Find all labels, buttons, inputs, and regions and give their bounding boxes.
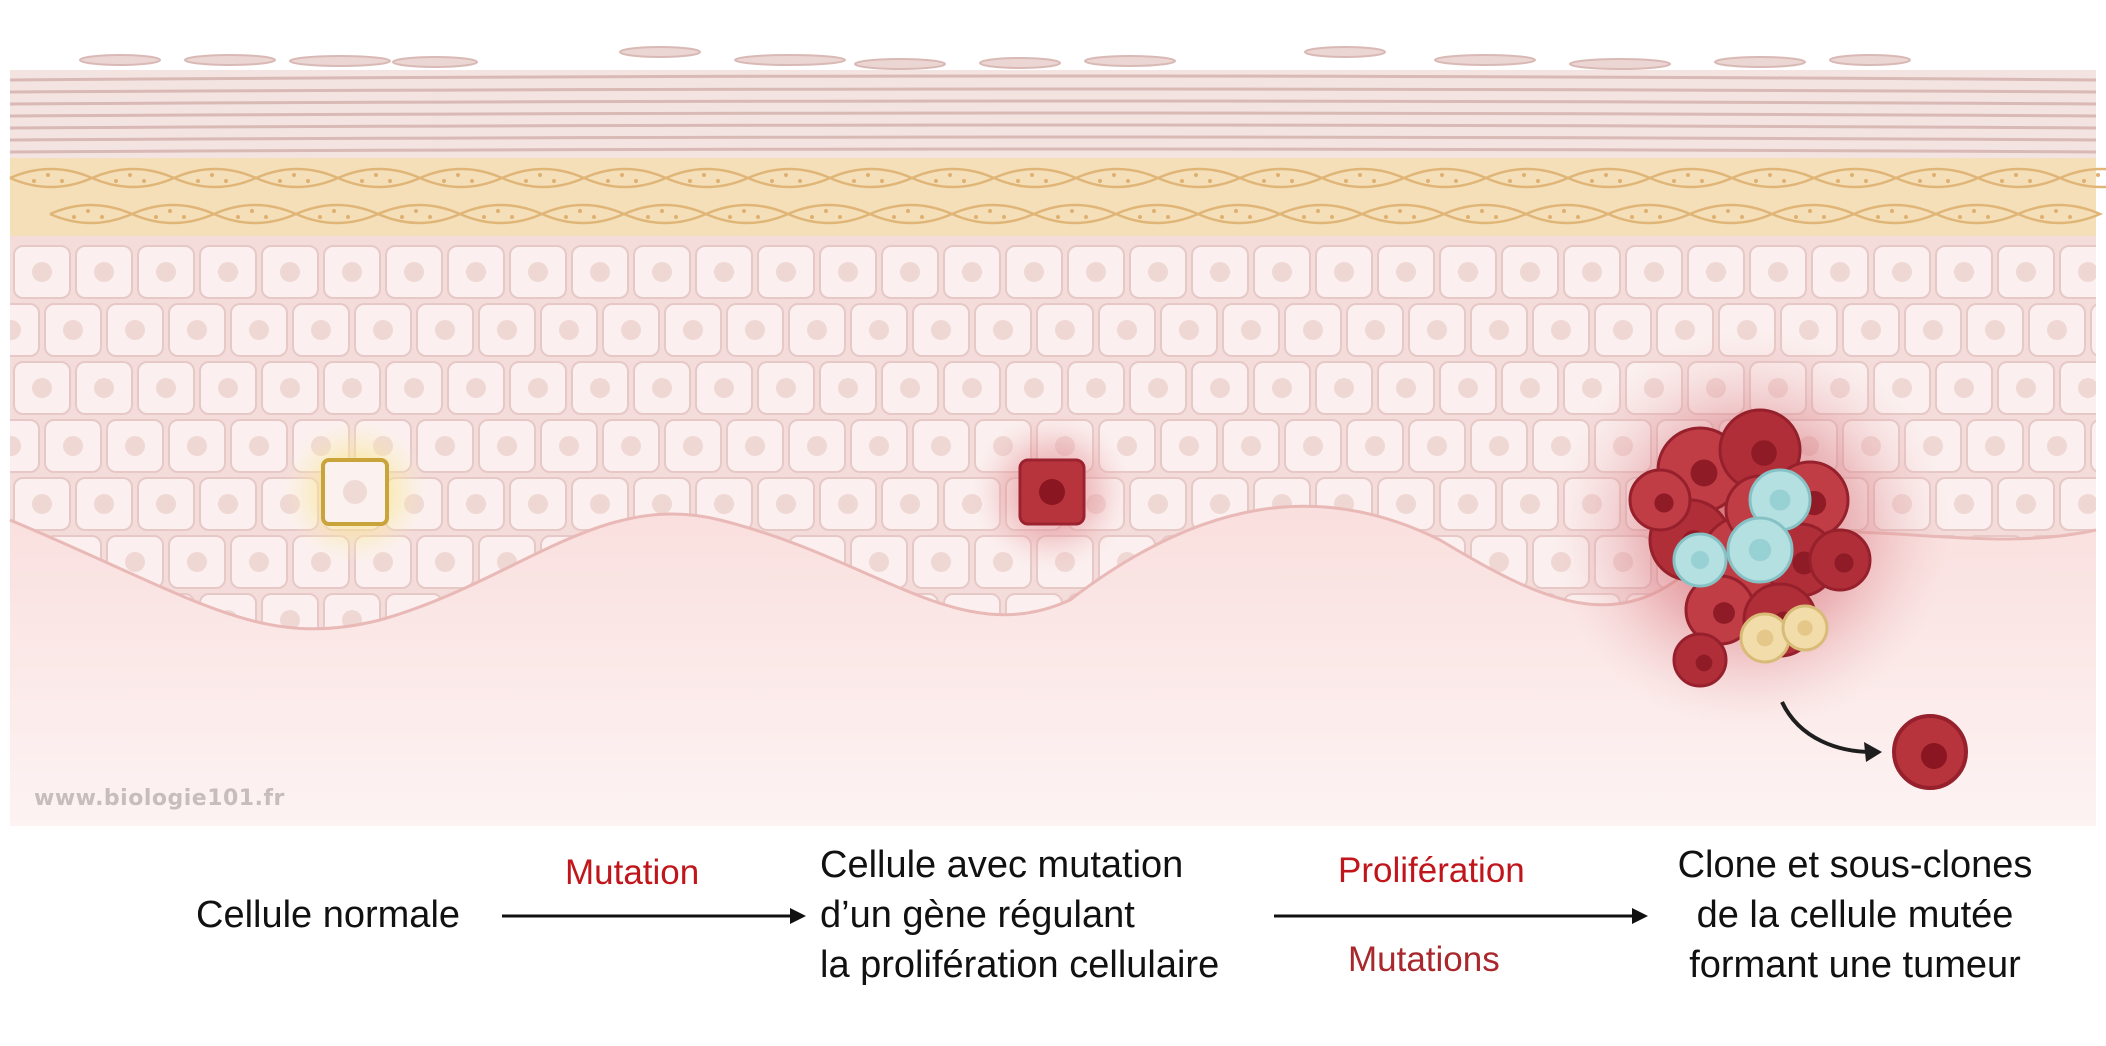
transition-2-below: Mutations	[1348, 940, 1500, 979]
step-normal-cell: Cellule normale	[196, 890, 460, 940]
watermark: www.biologie101.fr	[34, 786, 285, 811]
step-tumor-line-3: formant une tumeur	[1689, 944, 2021, 986]
skin-illustration	[9, 46, 2106, 826]
step-tumor-line-2: de la cellule mutée	[1696, 894, 2014, 936]
mutated-cell	[972, 412, 1132, 572]
horny-layer	[9, 46, 2097, 158]
step-tumor-clone: Clone et sous-clones de la cellule mutée…	[1640, 840, 2070, 990]
arrow-right-icon	[1274, 908, 1648, 924]
arrow-right-icon	[502, 908, 806, 924]
step-tumor-line-1: Clone et sous-clones	[1677, 844, 2033, 886]
step-mutated-line-2: d’un gène régulant	[820, 894, 1135, 936]
step-mutated-line-1: Cellule avec mutation	[820, 844, 1184, 886]
granular-layer	[9, 158, 2106, 236]
metastatic-cell	[1780, 701, 1968, 790]
step-normal-line: Cellule normale	[196, 894, 461, 936]
step-mutated-cell: Cellule avec mutation d’un gène régulant…	[820, 840, 1219, 990]
tumor-clone	[1550, 330, 1950, 730]
transition-1-above: Mutation	[565, 853, 700, 892]
step-mutated-line-3: la prolifération cellulaire	[820, 944, 1220, 986]
normal-cell-highlight	[283, 420, 427, 564]
transition-2-above: Prolifération	[1338, 851, 1525, 890]
